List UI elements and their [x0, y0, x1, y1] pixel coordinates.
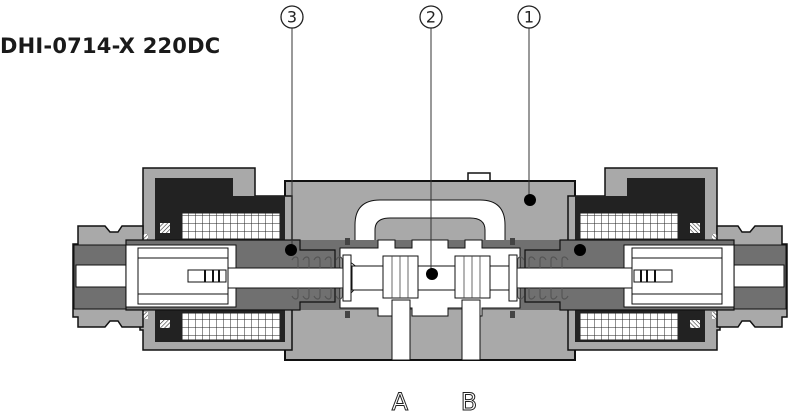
port-a-channel	[391, 299, 411, 361]
callout-1-label: 1	[524, 8, 534, 27]
spool-land-1	[382, 255, 419, 299]
port-a-label: A	[392, 388, 409, 415]
callout-2: 2	[419, 5, 443, 29]
marker-dot-3	[285, 244, 297, 256]
port-b-label: B	[461, 388, 477, 415]
callout-1: 1	[517, 5, 541, 29]
callout-2-label: 2	[426, 8, 436, 27]
callout-3: 3	[280, 5, 304, 29]
model-title: DHI-0714-X 220DC	[0, 34, 221, 58]
marker-dot-1	[524, 194, 536, 206]
port-b-channel	[461, 299, 481, 361]
spool-land-2	[454, 255, 491, 299]
marker-dot-2	[426, 268, 438, 280]
callout-3-label: 3	[287, 8, 297, 27]
